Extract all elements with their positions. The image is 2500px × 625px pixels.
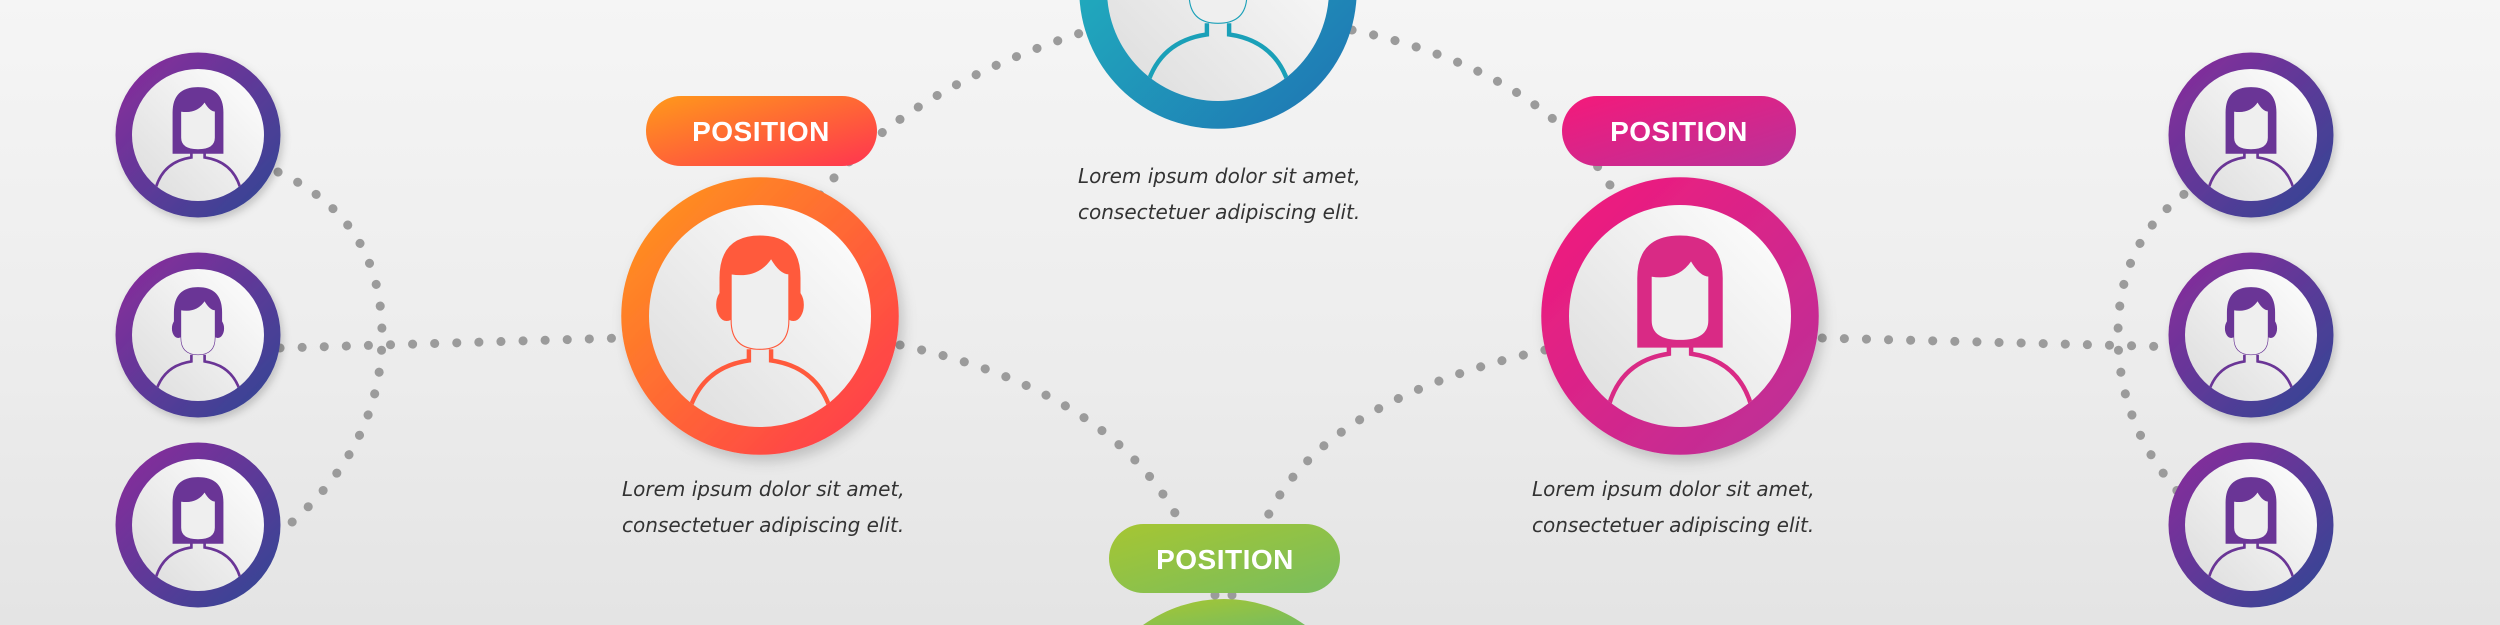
position-label-pill[interactable] [1109, 524, 1340, 593]
team-member-avatar[interactable] [2168, 252, 2334, 418]
team-member-avatar[interactable] [115, 52, 281, 218]
position-avatar[interactable] [1541, 177, 1819, 455]
position-avatar[interactable] [1143, 598, 1305, 625]
team-member-avatar[interactable] [2168, 52, 2334, 218]
position-description: Lorem ipsum dolor sit amet, [1532, 477, 1815, 501]
position-description: Lorem ipsum dolor sit amet, [622, 477, 905, 501]
team-left [115, 52, 281, 608]
connector-lines [273, 25, 2227, 617]
position-label-pill[interactable] [646, 96, 877, 166]
team-right [2168, 52, 2334, 608]
team-member-avatar[interactable] [115, 252, 281, 418]
node-green: POSITION [1109, 524, 1340, 625]
node-pink: POSITION Lorem ipsum dolor sit amet, con… [1532, 96, 1819, 537]
node-orange: POSITION Lorem ipsum dolor sit amet, con… [621, 96, 905, 537]
node-teal: Lorem ipsum dolor sit amet, consectetuer… [1078, 0, 1361, 224]
team-member-avatar[interactable] [2168, 442, 2334, 608]
position-description: Lorem ipsum dolor sit amet, [1078, 164, 1361, 188]
position-avatar[interactable] [1079, 0, 1357, 129]
team-member-avatar[interactable] [115, 442, 281, 608]
position-label: POSITION [1610, 116, 1748, 147]
position-description: consectetuer adipiscing elit. [1078, 200, 1360, 224]
position-label-pill[interactable] [1562, 96, 1796, 166]
position-description: consectetuer adipiscing elit. [1532, 513, 1814, 537]
position-avatar[interactable] [621, 177, 899, 455]
position-label: POSITION [692, 116, 830, 147]
position-description: consectetuer adipiscing elit. [622, 513, 904, 537]
position-label: POSITION [1156, 544, 1294, 575]
